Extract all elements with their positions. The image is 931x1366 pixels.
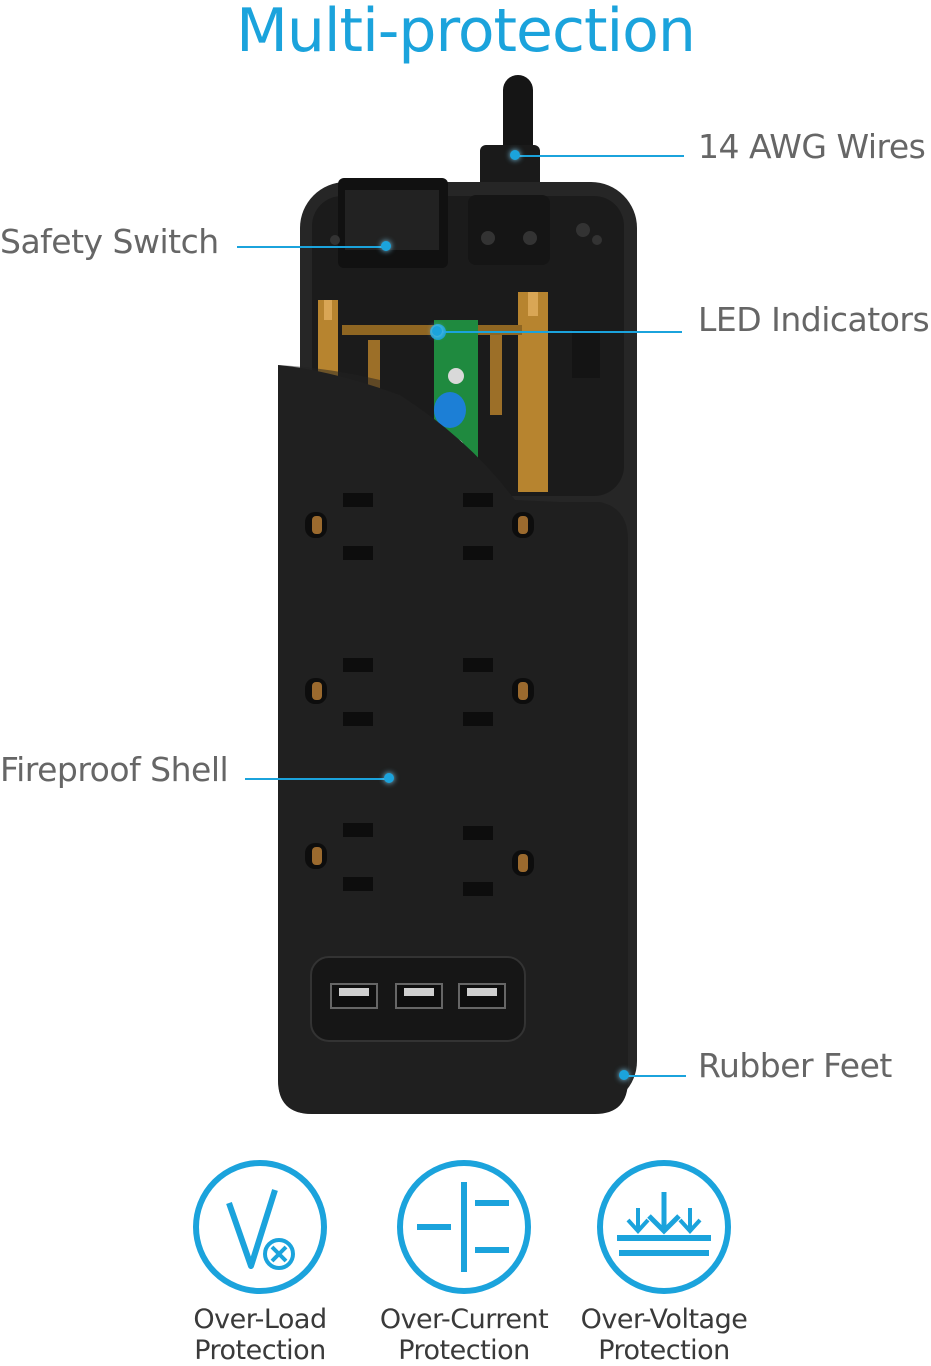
feature-label-line1: Over-Current xyxy=(379,1304,549,1335)
callout-shell-line xyxy=(245,778,390,780)
overcurrent-icon xyxy=(397,1160,531,1294)
overload-icon xyxy=(193,1160,327,1294)
callout-switch-line xyxy=(237,246,387,248)
power-strip-illustration xyxy=(278,75,637,1114)
feature-label-line1: Over-Voltage xyxy=(580,1304,748,1335)
callout-led-label: LED Indicators xyxy=(698,300,930,339)
feature-label-line2: Protection xyxy=(598,1335,730,1366)
callout-wires-dot xyxy=(510,150,520,160)
callout-feet-line xyxy=(626,1075,686,1077)
callout-shell-label: Fireproof Shell xyxy=(0,750,229,789)
overvoltage-icon xyxy=(597,1160,731,1294)
page-title: Multi-protection xyxy=(236,0,696,66)
callout-led-line xyxy=(440,331,682,333)
feature-label-line1: Over-Load xyxy=(193,1304,327,1335)
feature-label-line2: Protection xyxy=(194,1335,326,1366)
callout-feet-dot xyxy=(619,1070,629,1080)
callout-feet-label: Rubber Feet xyxy=(698,1046,892,1085)
feature-label-line2: Protection xyxy=(398,1335,530,1366)
callout-wires-label: 14 AWG Wires xyxy=(698,127,926,166)
callout-switch-dot xyxy=(381,241,391,251)
callout-wires-line xyxy=(518,155,684,157)
callout-switch-label: Safety Switch xyxy=(0,222,219,261)
callout-led-dot xyxy=(432,326,442,336)
callout-shell-dot xyxy=(384,773,394,783)
